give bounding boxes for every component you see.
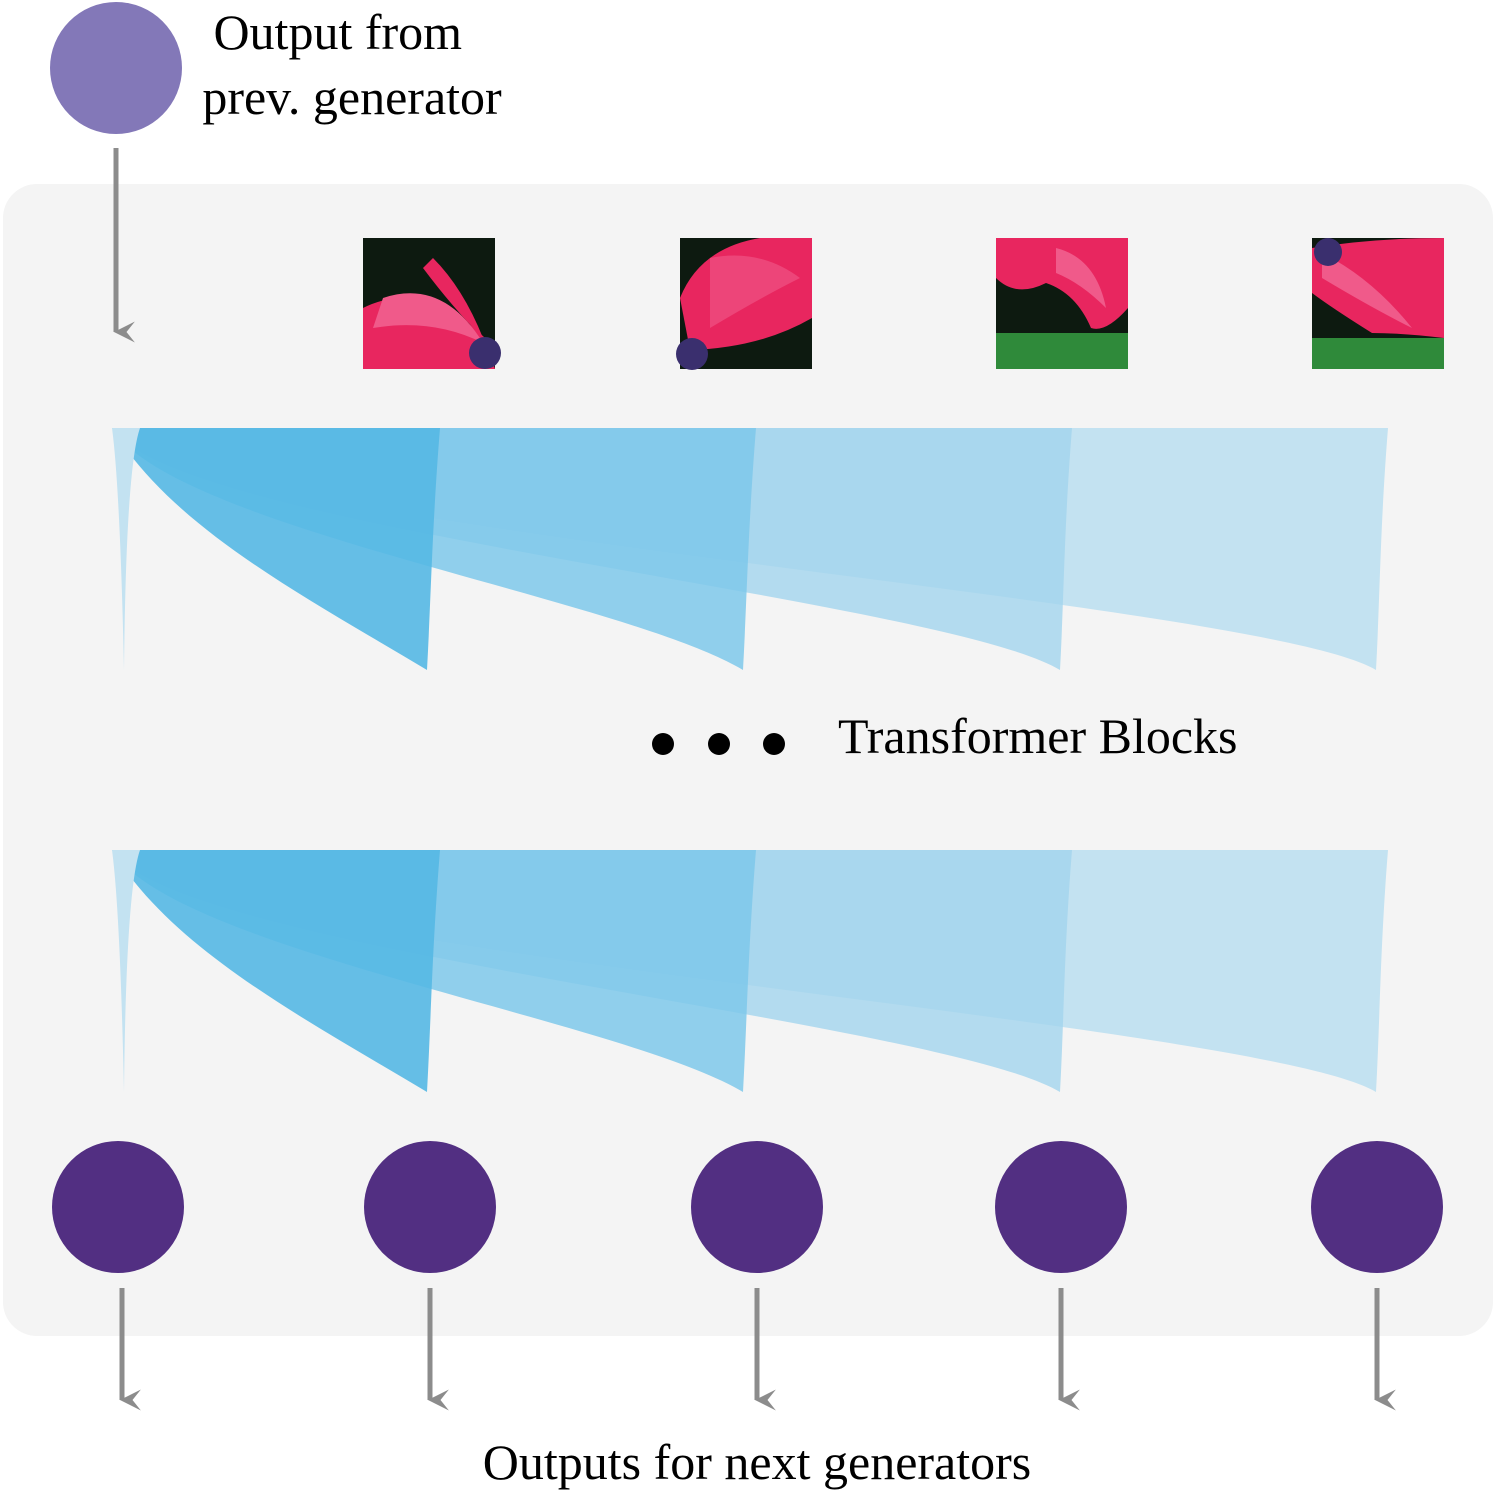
- attention-band: [112, 428, 140, 670]
- flower-patch-icon: [1312, 238, 1444, 369]
- image-patches: [363, 238, 1444, 370]
- output-node-icon: [1311, 1141, 1443, 1273]
- input-label-line-1: Output from: [213, 4, 462, 60]
- attention-band: [112, 428, 440, 670]
- output-node-icon: [52, 1141, 184, 1273]
- ellipsis-icon: [652, 733, 785, 755]
- output-node-icon: [691, 1141, 823, 1273]
- flower-patch-icon: [363, 238, 501, 369]
- flower-patch-icon: [676, 238, 812, 370]
- attention-fan: [112, 850, 1388, 1092]
- output-nodes: [52, 1141, 1443, 1273]
- input-label: Output from prev. generator: [202, 4, 502, 125]
- output-node-icon: [364, 1141, 496, 1273]
- transformer-blocks-label: Transformer Blocks: [838, 708, 1238, 764]
- output-arrows: [119, 1288, 1396, 1411]
- attention-fans: [112, 428, 1388, 1092]
- flower-patch-icon: [996, 238, 1128, 369]
- input-node-icon: [50, 2, 182, 134]
- attention-band: [112, 850, 440, 1092]
- attention-fan: [112, 428, 1388, 670]
- outputs-label: Outputs for next generators: [483, 1434, 1031, 1490]
- output-node-icon: [995, 1141, 1127, 1273]
- input-label-line-2: prev. generator: [202, 69, 502, 125]
- attention-band: [112, 850, 140, 1092]
